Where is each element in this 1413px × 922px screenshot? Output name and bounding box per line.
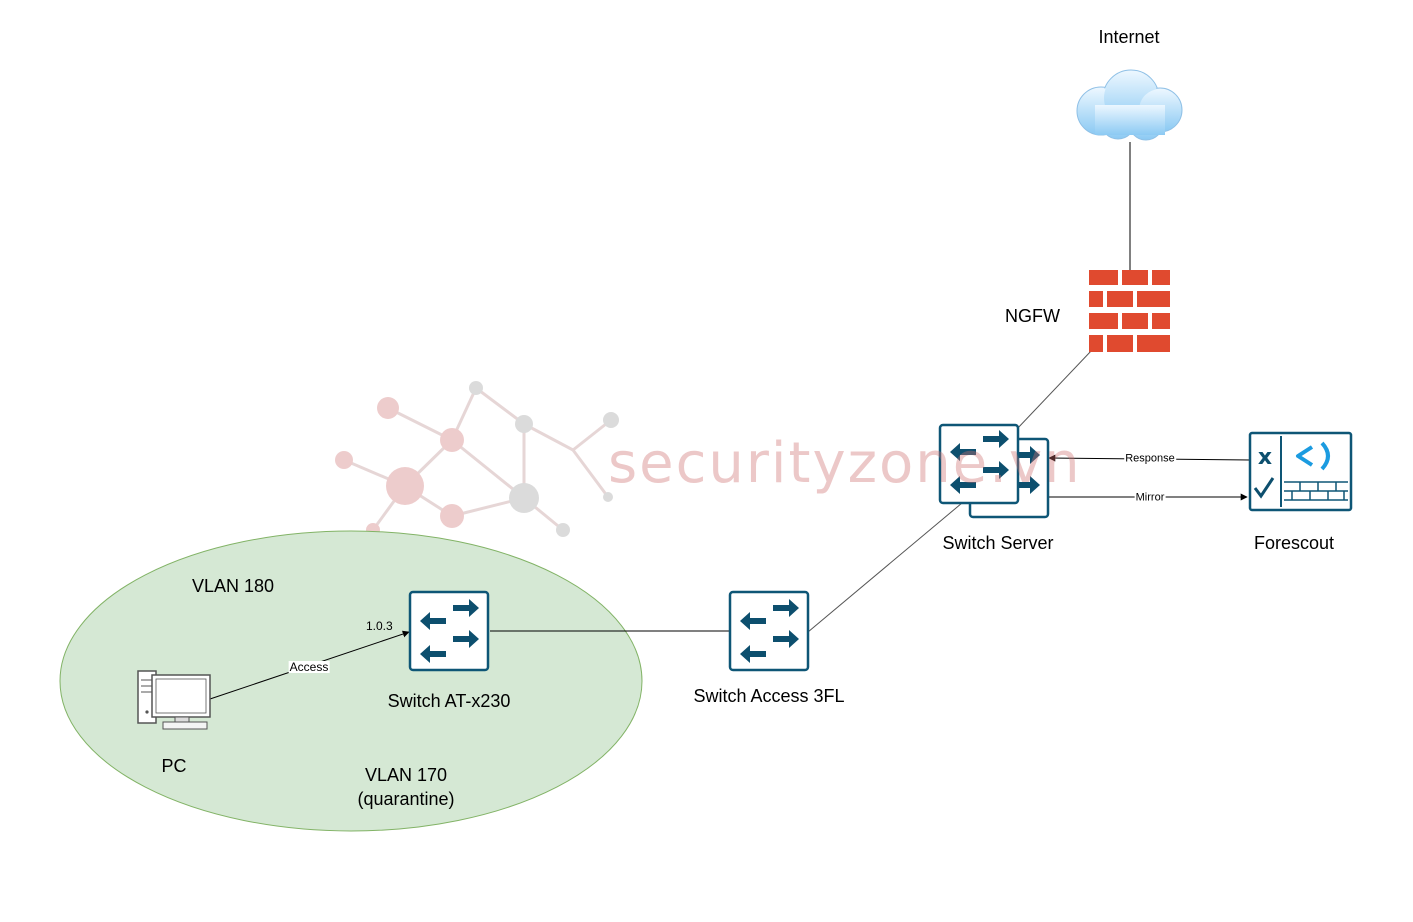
access-switch-server-link — [807, 502, 963, 633]
pc-label: PC — [161, 756, 187, 776]
mirror-edge-label: Mirror — [1134, 491, 1166, 504]
firewall-icon — [1089, 270, 1170, 352]
switch-at-label: Switch AT-x230 — [387, 691, 511, 711]
vlan-170-label: VLAN 170 — [364, 765, 448, 785]
firewall-label: NGFW — [1005, 306, 1060, 326]
watermark-molecule — [335, 381, 619, 537]
svg-text:x: x — [1258, 445, 1272, 470]
connections — [209, 142, 1251, 700]
response-edge-label: Response — [1124, 452, 1176, 465]
firewall-switch-server-link — [1015, 349, 1093, 431]
switch-icon — [728, 590, 810, 672]
access-edge-label: Access — [288, 660, 330, 674]
forescout-label: Forescout — [1253, 533, 1335, 553]
vlan-zone — [59, 530, 643, 832]
port-label: 1.0.3 — [366, 619, 393, 633]
switch-access-label: Switch Access 3FL — [693, 686, 845, 706]
vlan-170-sublabel: (quarantine) — [357, 789, 455, 809]
pc-icon — [137, 670, 211, 730]
switch-icon — [408, 590, 490, 672]
switch-server-label: Switch Server — [942, 533, 1054, 553]
vlan-180-label: VLAN 180 — [191, 576, 275, 596]
forescout-icon: x — [1248, 431, 1353, 512]
cloud-icon — [1076, 69, 1183, 141]
internet-label: Internet — [1098, 27, 1160, 47]
switch-stack-icon — [938, 423, 1050, 519]
watermark-text: securityzone.vn — [608, 431, 1082, 496]
